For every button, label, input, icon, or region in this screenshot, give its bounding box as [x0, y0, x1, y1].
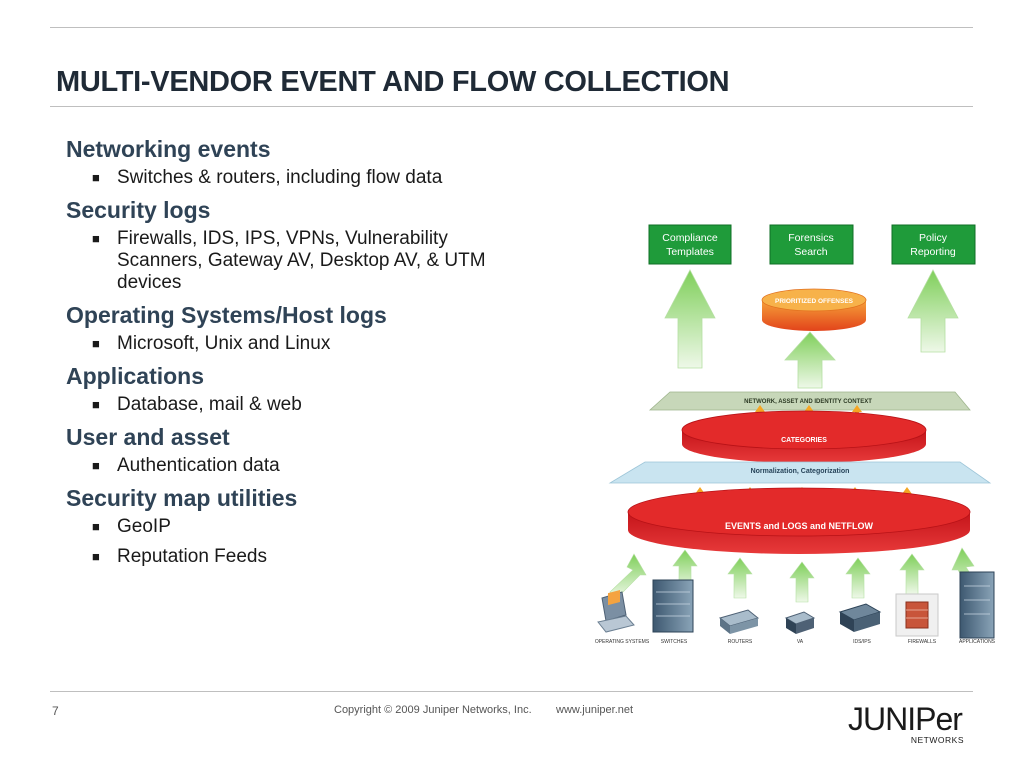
section-security-map: Security map utilities ■GeoIP ■Reputatio… [66, 484, 566, 568]
bullet-icon: ■ [92, 549, 100, 564]
page-number: 7 [52, 704, 59, 718]
application-server-icon [959, 571, 995, 639]
prioritized-offenses-cylinder: PRIORITIZED OFFENSES [761, 288, 867, 331]
svg-text:Compliance: Compliance [662, 232, 718, 244]
source-label: SWITCHES [661, 639, 688, 645]
bullet-content: Networking events ■Switches & routers, i… [66, 135, 566, 575]
top-rule [50, 27, 973, 28]
svg-text:Normalization, Categorization: Normalization, Categorization [751, 468, 850, 475]
section-heading: Networking events [66, 136, 271, 162]
section-applications: Applications ■Database, mail & web [66, 362, 566, 416]
categories-disc: CATEGORIES [681, 410, 927, 463]
section-heading: Security logs [66, 197, 211, 223]
website-link: www.juniper.net [556, 704, 634, 716]
box-forensics-search: Forensics Search [769, 224, 854, 265]
copyright-text: Copyright © 2009 Juniper Networks, Inc. [334, 704, 532, 716]
section-heading: User and asset [66, 424, 230, 450]
juniper-logo: JUNIPer NETWORKS [848, 701, 964, 745]
bullet-icon: ■ [92, 519, 100, 534]
source-label: ROUTERS [728, 639, 753, 645]
svg-text:CATEGORIES: CATEGORIES [781, 437, 827, 444]
source-label: OPERATING SYSTEMS [595, 639, 650, 645]
section-os-host-logs: Operating Systems/Host logs ■Microsoft, … [66, 301, 566, 355]
ids-ips-icon [838, 603, 882, 632]
bullet-item: ■Database, mail & web [92, 394, 302, 415]
svg-text:JUNIPer: JUNIPer [848, 701, 963, 737]
section-security-logs: Security logs ■Firewalls, IDS, IPS, VPNs… [66, 196, 566, 294]
svg-text:Forensics: Forensics [788, 232, 834, 244]
svg-text:NETWORKS: NETWORKS [911, 735, 964, 745]
bullet-icon: ■ [92, 458, 100, 473]
source-label: VA [797, 639, 804, 645]
bullet-icon: ■ [92, 231, 100, 246]
bullet-item: ■Microsoft, Unix and Linux [92, 333, 331, 354]
section-heading: Applications [66, 363, 205, 389]
svg-text:Templates: Templates [666, 246, 714, 258]
arrow-up-icon [784, 331, 836, 389]
page-title: MULTI-VENDOR EVENT AND FLOW COLLECTION [56, 66, 730, 98]
arrow-up-icon [664, 269, 716, 369]
section-heading: Operating Systems/Host logs [66, 302, 387, 328]
bullet-item: ■Switches & routers, including flow data [92, 167, 443, 188]
switch-rack-icon [652, 579, 694, 633]
bullet-item: ■Reputation Feeds [92, 546, 267, 567]
svg-text:EVENTS and LOGS and NETFLOW: EVENTS and LOGS and NETFLOW [725, 521, 874, 531]
svg-text:Search: Search [794, 246, 827, 258]
footer-rule [50, 691, 973, 692]
context-layer: NETWORK, ASSET AND IDENTITY CONTEXT [648, 391, 971, 411]
source-label: APPLICATIONS [959, 639, 996, 645]
laptop-icon [597, 589, 635, 633]
box-compliance-templates: Compliance Templates [648, 224, 732, 265]
architecture-diagram: Compliance Templates Forensics Search Po… [595, 224, 996, 645]
source-label: FIREWALLS [908, 639, 937, 645]
bullet-item: ■Authentication data [92, 455, 280, 476]
bullet-icon: ■ [92, 397, 100, 412]
va-device-icon [784, 611, 816, 634]
events-disc: EVENTS and LOGS and NETFLOW [627, 487, 971, 554]
bullet-icon: ■ [92, 336, 100, 351]
svg-text:PRIORITIZED OFFENSES: PRIORITIZED OFFENSES [775, 298, 854, 305]
bullet-icon: ■ [92, 170, 100, 185]
bullet-item: ■GeoIP [92, 516, 171, 537]
title-rule [50, 106, 973, 107]
section-user-asset: User and asset ■Authentication data [66, 423, 566, 477]
firewall-icon [895, 593, 939, 637]
source-label: IDS/IPS [853, 639, 871, 645]
bullet-item: ■Firewalls, IDS, IPS, VPNs, Vulnerabilit… [92, 228, 486, 293]
section-heading: Security map utilities [66, 485, 298, 511]
svg-text:Reporting: Reporting [910, 246, 956, 258]
svg-text:NETWORK, ASSET AND IDENTITY CO: NETWORK, ASSET AND IDENTITY CONTEXT [744, 399, 872, 405]
section-networking: Networking events ■Switches & routers, i… [66, 135, 566, 189]
arrow-up-icon [907, 269, 959, 353]
router-icon [718, 609, 760, 634]
normalization-layer: Normalization, Categorization [608, 461, 992, 484]
svg-text:Policy: Policy [919, 232, 948, 244]
box-policy-reporting: Policy Reporting [891, 224, 976, 265]
